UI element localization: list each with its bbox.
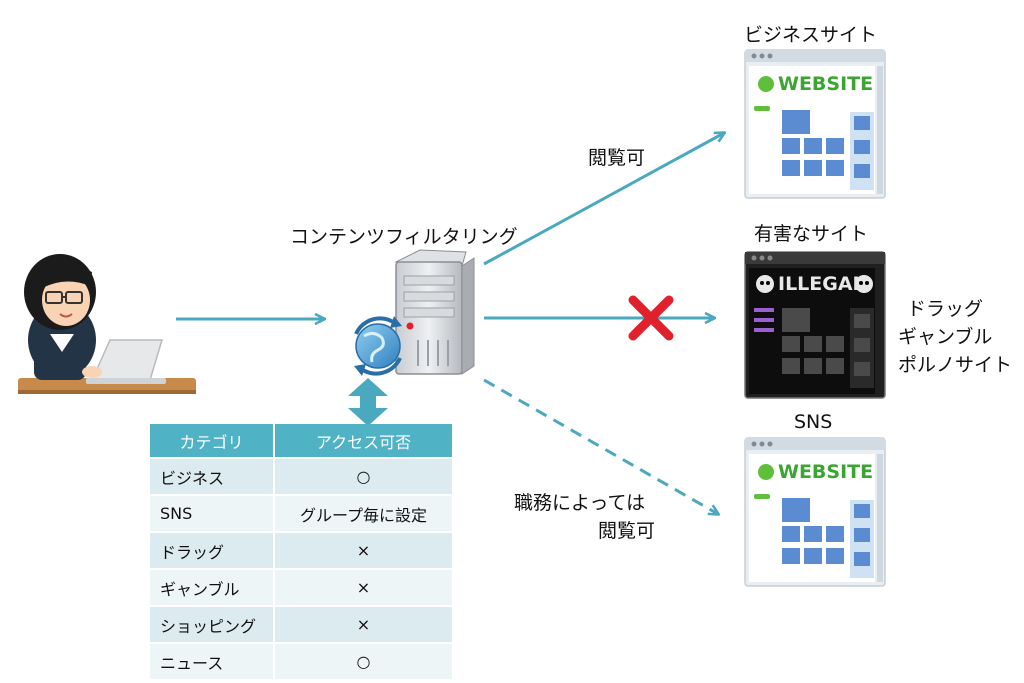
allowed-label: 閲覧可 bbox=[588, 147, 646, 169]
sns-site-screenshot bbox=[744, 437, 886, 587]
harmful-site-screenshot bbox=[744, 251, 886, 399]
table-row: ニュース ○ bbox=[150, 642, 452, 679]
harmful-category-porn: ポルノサイト bbox=[898, 354, 1013, 376]
business-site-screenshot bbox=[744, 49, 886, 199]
double-arrow-icon bbox=[348, 378, 388, 426]
sns-site-title: SNS bbox=[794, 411, 833, 433]
access-cell: ○ bbox=[274, 642, 452, 679]
category-cell: ショッピング bbox=[150, 605, 275, 643]
harmful-category-drug: ドラッグ bbox=[907, 298, 984, 320]
user-at-laptop-icon bbox=[18, 254, 196, 394]
sns-site-logo: WEBSITE bbox=[778, 461, 874, 483]
table-row: ドラッグ × bbox=[150, 531, 452, 569]
business-site-logo: WEBSITE bbox=[778, 73, 874, 95]
conditional-arrow bbox=[483, 378, 718, 514]
conditional-label-line2: 閲覧可 bbox=[598, 520, 656, 542]
access-cell: × bbox=[274, 531, 452, 569]
header-access: アクセス可否 bbox=[274, 424, 452, 458]
access-table: カテゴリ アクセス可否 ビジネス ○ SNS グループ毎に設定 ドラッグ × ギ… bbox=[150, 424, 452, 679]
category-cell: ニュース bbox=[150, 642, 275, 679]
globe-refresh-icon bbox=[354, 316, 402, 376]
category-cell: SNS bbox=[150, 494, 275, 532]
table-row: ビジネス ○ bbox=[150, 457, 452, 495]
access-cell: グループ毎に設定 bbox=[274, 494, 452, 532]
business-site-title: ビジネスサイト bbox=[744, 24, 878, 46]
table-row: ショッピング × bbox=[150, 605, 452, 643]
harmful-site-title: 有害なサイト bbox=[754, 223, 869, 245]
conditional-label-line1: 職務によっては bbox=[514, 492, 646, 514]
category-cell: ビジネス bbox=[150, 457, 275, 495]
table-row: ギャンブル × bbox=[150, 568, 452, 606]
server-icon bbox=[394, 249, 475, 375]
category-cell: ドラッグ bbox=[150, 531, 275, 569]
header-category: カテゴリ bbox=[150, 424, 275, 458]
access-cell: × bbox=[274, 605, 452, 643]
allowed-arrow bbox=[483, 133, 724, 266]
access-cell: × bbox=[274, 568, 452, 606]
access-cell: ○ bbox=[274, 457, 452, 495]
server-label: コンテンツフィルタリング bbox=[290, 226, 518, 248]
block-cross-icon bbox=[628, 295, 674, 341]
table-header-row: カテゴリ アクセス可否 bbox=[150, 424, 452, 458]
category-cell: ギャンブル bbox=[150, 568, 275, 606]
harmful-category-gamble: ギャンブル bbox=[898, 326, 993, 348]
harmful-site-logo: ILLEGAL bbox=[778, 273, 865, 295]
table-row: SNS グループ毎に設定 bbox=[150, 494, 452, 532]
